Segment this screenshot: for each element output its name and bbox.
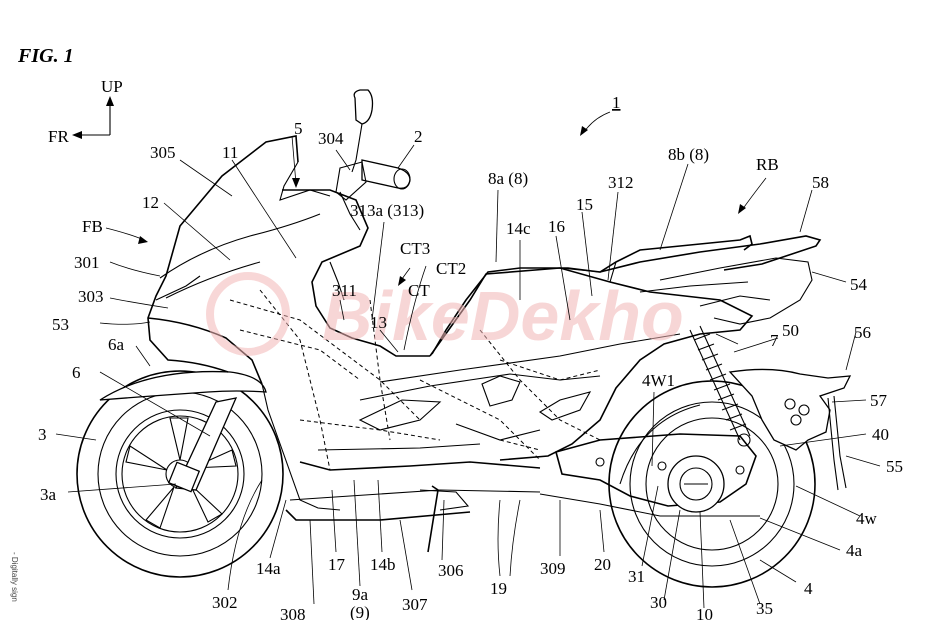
label-1: 1 xyxy=(612,93,621,112)
label-4w: 4w xyxy=(856,509,878,528)
label-8b: 8b (8) xyxy=(668,145,709,164)
label-309: 309 xyxy=(540,559,566,578)
label-13: 13 xyxy=(370,313,387,332)
direction-indicator xyxy=(72,96,114,139)
label-302: 302 xyxy=(212,593,238,612)
label-17: 17 xyxy=(328,555,346,574)
internal-frame-dashed xyxy=(229,289,601,471)
side-stand xyxy=(419,485,470,553)
figure-title: FIG. 1 xyxy=(17,45,74,67)
label-CT2: CT2 xyxy=(436,259,466,278)
front-fork xyxy=(99,370,267,493)
seat xyxy=(431,234,753,355)
label-313a: 313a (313) xyxy=(350,201,424,220)
label-4: 4 xyxy=(804,579,813,598)
direction-front-label: FR xyxy=(48,127,69,146)
label-10: 10 xyxy=(696,605,713,620)
label-4a: 4a xyxy=(846,541,863,560)
label-12: 12 xyxy=(142,193,159,212)
rear-shock xyxy=(689,325,751,447)
label-20: 20 xyxy=(594,555,611,574)
label-5: 5 xyxy=(294,119,303,138)
label-CT3: CT3 xyxy=(400,239,430,258)
label-308: 308 xyxy=(280,605,306,620)
label-56: 56 xyxy=(854,323,871,342)
label-50: 50 xyxy=(782,321,799,340)
label-CT: CT xyxy=(408,281,430,300)
label-306: 306 xyxy=(438,561,464,580)
direction-up-label: UP xyxy=(101,77,123,96)
label-7: 7 xyxy=(770,331,779,350)
label-8a: 8a (8) xyxy=(488,169,528,188)
label-35: 35 xyxy=(756,599,773,618)
swingarm-engine xyxy=(539,433,760,517)
label-19: 19 xyxy=(490,579,507,598)
label-RB: RB xyxy=(756,155,779,174)
label-11: 11 xyxy=(222,143,238,162)
side-note: - Digitally sign xyxy=(10,552,19,602)
label-30: 30 xyxy=(650,593,667,612)
label-305: 305 xyxy=(150,143,176,162)
rear-fender xyxy=(728,368,852,491)
label-31: 31 xyxy=(628,567,645,586)
rear-body xyxy=(599,235,822,325)
label-53: 53 xyxy=(52,315,69,334)
labels: FIG. 1 UP FR 1 2 3 3a 4 4a 4w 4W1 5 6 6a… xyxy=(10,45,903,620)
label-40: 40 xyxy=(872,425,889,444)
label-6a: 6a xyxy=(108,335,125,354)
label-304: 304 xyxy=(318,129,344,148)
label-311: 311 xyxy=(332,281,357,300)
label-16: 16 xyxy=(548,217,565,236)
label-6: 6 xyxy=(72,363,81,382)
label-14a: 14a xyxy=(256,559,281,578)
label-55: 55 xyxy=(886,457,903,476)
label-57: 57 xyxy=(870,391,888,410)
leader-lines xyxy=(55,144,881,609)
label-9a: 9a xyxy=(352,585,369,604)
label-14c: 14c xyxy=(506,219,531,238)
center-body xyxy=(358,267,754,461)
floor-frame xyxy=(285,373,601,521)
label-3a: 3a xyxy=(40,485,57,504)
label-4W1: 4W1 xyxy=(642,371,675,390)
label-303: 303 xyxy=(78,287,104,306)
label-FB: FB xyxy=(82,217,103,236)
label-2: 2 xyxy=(414,127,423,146)
reference-arrows xyxy=(105,111,767,286)
label-312: 312 xyxy=(608,173,634,192)
watermark-text: BikeDekho xyxy=(322,277,684,355)
label-9: (9) xyxy=(350,603,370,620)
label-14b: 14b xyxy=(370,555,396,574)
label-301: 301 xyxy=(74,253,100,272)
label-15: 15 xyxy=(576,195,593,214)
watermark: BikeDekho xyxy=(206,272,684,356)
handlebar xyxy=(335,89,411,231)
label-58: 58 xyxy=(812,173,829,192)
label-307: 307 xyxy=(402,595,428,614)
label-54: 54 xyxy=(850,275,868,294)
label-3: 3 xyxy=(38,425,47,444)
